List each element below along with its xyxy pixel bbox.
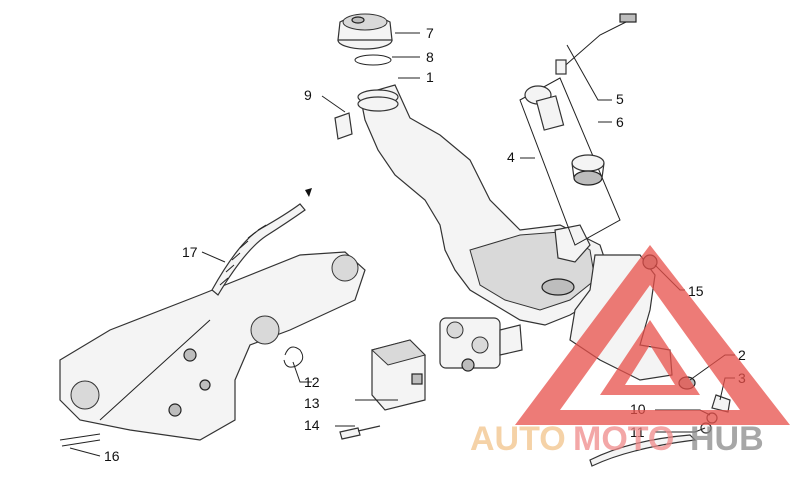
arrow-marker xyxy=(305,188,312,197)
callout-6: 6 xyxy=(616,114,624,130)
callout-2: 2 xyxy=(738,347,746,363)
tank-opening xyxy=(541,278,575,296)
callout-9: 9 xyxy=(304,87,312,103)
vent-hose xyxy=(589,434,697,467)
watermark-auto: AUTO xyxy=(470,420,566,458)
callout-14: 14 xyxy=(304,417,320,433)
fuel-cap xyxy=(337,13,393,50)
cap-gasket xyxy=(354,54,392,66)
callout-17: 17 xyxy=(182,244,198,260)
cable-tie xyxy=(59,433,101,447)
watermark-hub: HUB xyxy=(690,420,764,458)
callout-7: 7 xyxy=(426,25,434,41)
callout-16: 16 xyxy=(104,448,120,464)
screw xyxy=(339,425,381,440)
watermark-triangle xyxy=(515,245,790,425)
wrap-hose xyxy=(211,203,306,296)
callout-4: 4 xyxy=(507,149,515,165)
warning-decal xyxy=(334,112,353,140)
sender-grommet xyxy=(571,154,605,186)
callout-8: 8 xyxy=(426,49,434,65)
electronic-module xyxy=(370,339,426,411)
callout-12: 12 xyxy=(304,374,320,390)
hose-clamp xyxy=(283,346,304,368)
callout-13: 13 xyxy=(304,395,320,411)
frame-plate xyxy=(59,251,366,441)
fuel-gauge-sender xyxy=(519,13,637,246)
throttle-body xyxy=(439,317,523,372)
callout-15: 15 xyxy=(688,283,704,299)
callout-1: 1 xyxy=(426,69,434,85)
fuel-tank xyxy=(359,84,611,326)
callout-5: 5 xyxy=(616,91,624,107)
watermark-moto: MOTO xyxy=(573,420,674,458)
watermark-logo: AUTO MOTO HUB xyxy=(470,245,790,458)
callout-11: 11 xyxy=(630,424,645,440)
